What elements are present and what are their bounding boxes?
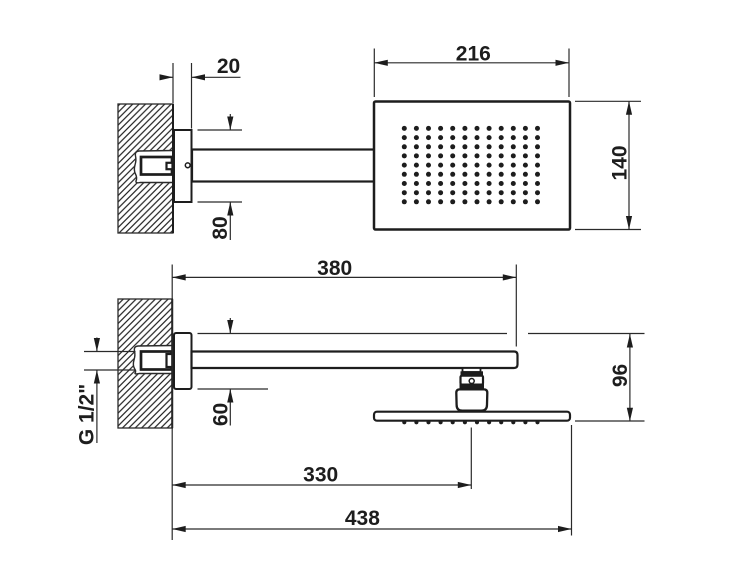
svg-text:60: 60 <box>209 403 232 426</box>
svg-text:20: 20 <box>217 55 240 78</box>
svg-text:330: 330 <box>303 464 338 487</box>
svg-text:438: 438 <box>345 507 380 530</box>
svg-text:380: 380 <box>317 257 352 280</box>
svg-text:140: 140 <box>609 145 632 180</box>
svg-text:80: 80 <box>209 216 232 239</box>
svg-text:96: 96 <box>609 364 632 387</box>
svg-text:G 1/2": G 1/2" <box>76 384 99 445</box>
svg-text:216: 216 <box>456 42 491 65</box>
